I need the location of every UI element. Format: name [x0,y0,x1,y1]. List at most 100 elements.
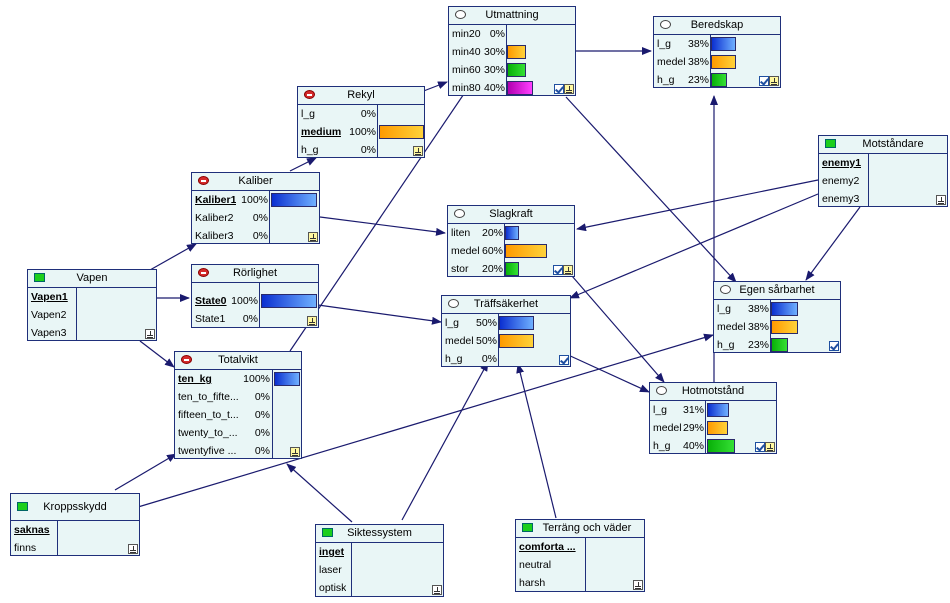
checkbox-icon[interactable] [829,341,839,351]
node-siktessystem[interactable]: Siktessystem inget laser optisk [315,524,444,597]
state-row[interactable]: fifteen_to_t...0% [175,406,303,424]
ground-icon [936,195,946,205]
state-row[interactable]: optisk [316,579,445,597]
state-pct: 100% [241,194,268,206]
monitor-off-icon[interactable] [720,285,731,294]
state-row[interactable]: Vapen2 [28,306,158,324]
node-kroppsskydd[interactable]: Kroppsskydd saknas finns [10,493,140,556]
state-row[interactable]: Vapen3 [28,324,158,342]
state-row[interactable]: inget [316,543,445,561]
state-name: enemy2 [822,175,860,187]
state-name: min80 [452,82,481,94]
node-motstandare[interactable]: Motståndare enemy1 enemy2 enemy3 [818,135,948,207]
node-title: Utmattning [485,9,539,21]
state-row[interactable]: enemy1 [819,154,949,172]
ground-icon [290,447,300,457]
decision-node-icon[interactable] [825,139,836,148]
checkbox-icon[interactable] [554,84,564,94]
state-name: inget [319,546,345,558]
state-pct: 38% [747,303,769,315]
state-row[interactable]: Kaliber1 100% [192,191,321,209]
state-pct: 0% [360,108,376,120]
state-row[interactable]: ten_to_fifte...0% [175,388,303,406]
state-row[interactable]: enemy2 [819,172,949,190]
state-pct: 50% [475,317,497,329]
decision-node-icon[interactable] [522,523,533,532]
decision-node-icon[interactable] [17,502,28,511]
monitor-off-icon[interactable] [448,299,459,308]
state-row[interactable]: twenty_to_...0% [175,424,303,442]
checkbox-icon[interactable] [759,76,769,86]
state-row[interactable]: enemy3 [819,190,949,208]
state-name: enemy1 [822,157,862,169]
state-name: Kaliber1 [195,194,237,206]
state-pct: 20% [481,227,503,239]
monitor-off-icon[interactable] [656,386,667,395]
state-row[interactable]: neutral [516,556,646,574]
checkbox-icon[interactable] [755,442,765,452]
probability-bar [274,372,300,386]
node-vapen[interactable]: Vapen Vapen1 Vapen2 Vapen3 [27,269,157,341]
monitor-on-icon[interactable] [304,90,315,99]
decision-node-icon[interactable] [322,528,333,537]
monitor-off-icon[interactable] [660,20,671,29]
ground-icon [432,585,442,595]
monitor-on-icon[interactable] [181,355,192,364]
monitor-off-icon[interactable] [455,10,466,19]
state-row[interactable]: saknas [11,521,141,539]
state-row[interactable]: laser [316,561,445,579]
monitor-on-icon[interactable] [198,268,209,277]
state-name: medium [301,126,342,138]
edge [565,353,650,393]
state-row[interactable]: Vapen1 [28,288,158,306]
monitor-off-icon[interactable] [454,209,465,218]
checkbox-icon[interactable] [559,355,569,365]
checkbox-icon[interactable] [553,265,563,275]
state-row[interactable]: harsh [516,574,646,592]
state-row[interactable]: twentyfive ...0% [175,442,303,460]
decision-node-icon[interactable] [34,273,45,282]
state-row[interactable]: comforta ... [516,538,646,556]
state-pct: 20% [481,263,503,275]
state-row[interactable]: finns [11,539,141,557]
monitor-on-icon[interactable] [198,176,209,185]
node-terrang-och-vader[interactable]: Terräng och väder comforta ... neutral h… [515,519,645,592]
